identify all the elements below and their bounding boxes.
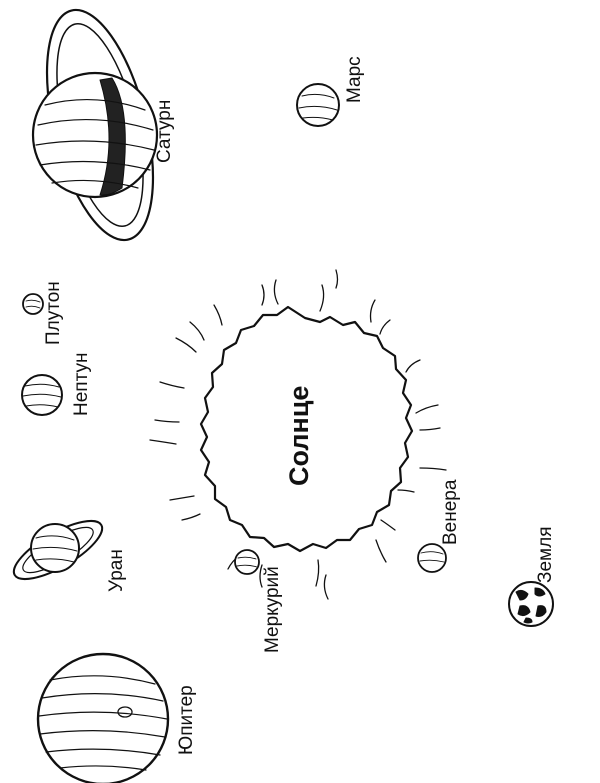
neptune-illustration — [21, 374, 63, 416]
earth-illustration — [508, 581, 554, 627]
mercury-illustration — [234, 549, 260, 575]
mercury-label: Меркурий — [262, 566, 283, 653]
mars-illustration — [296, 83, 340, 127]
pluto-label: Плутон — [43, 281, 64, 345]
uranus-illustration — [12, 519, 104, 581]
pluto-illustration — [22, 293, 44, 315]
earth-label: Земля — [535, 526, 556, 583]
venus-illustration — [417, 543, 447, 573]
uranus-label: Уран — [106, 549, 127, 592]
sun-illustration — [149, 269, 447, 600]
jupiter-label: Юпитер — [176, 685, 197, 755]
venus-label: Венера — [440, 479, 461, 545]
saturn-label: Сатурн — [154, 99, 175, 163]
sun-label: Солнце — [284, 385, 314, 486]
neptune-label: Нептун — [71, 352, 92, 417]
saturn-illustration — [31, 8, 159, 242]
jupiter-illustration — [36, 652, 170, 783]
mars-label: Марс — [344, 56, 365, 103]
